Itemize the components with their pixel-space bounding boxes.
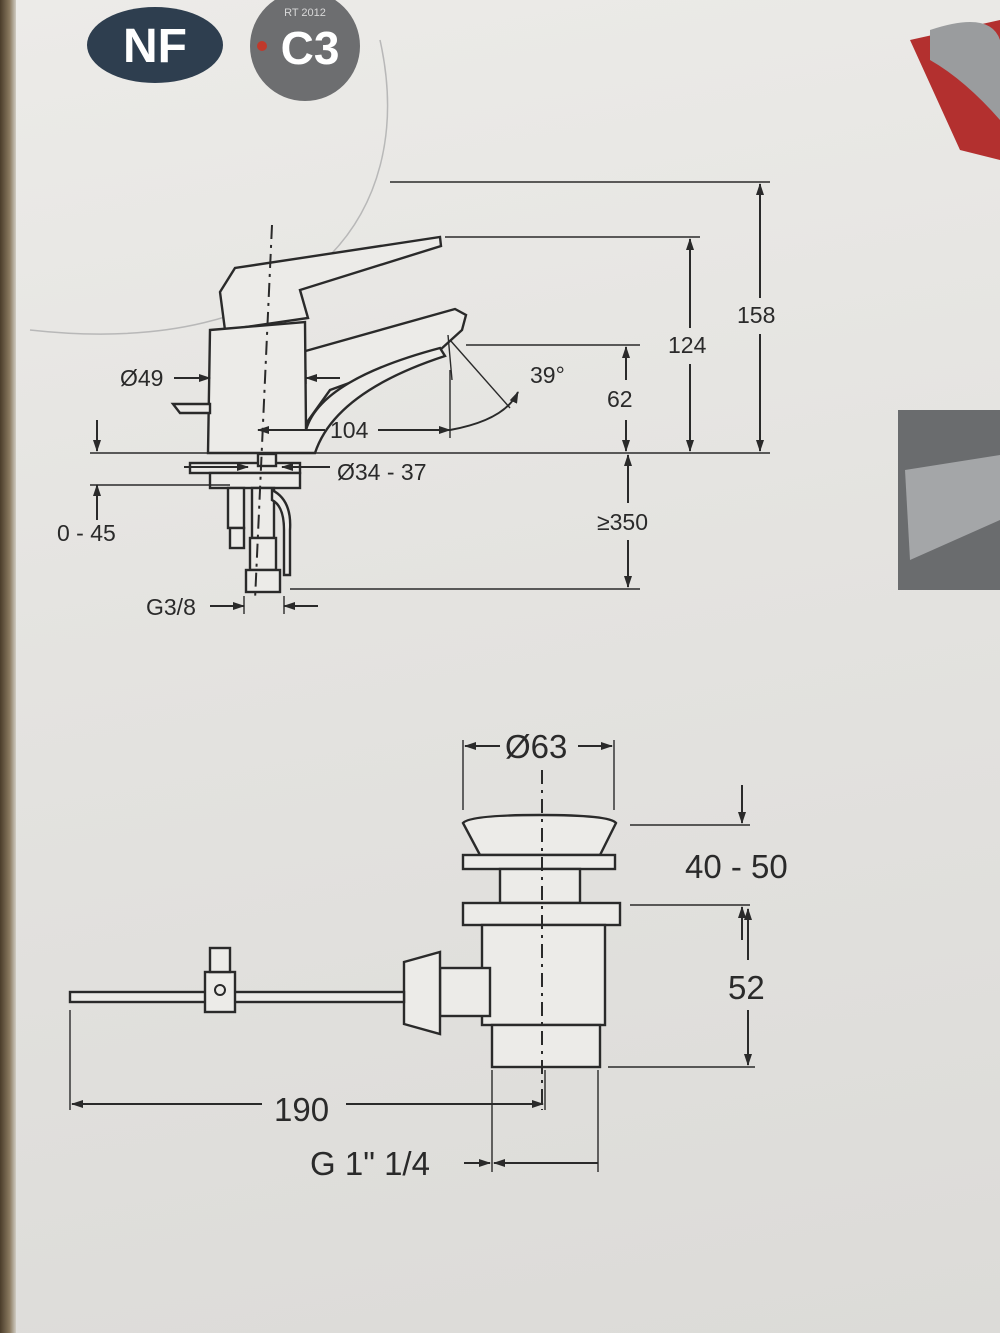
label-deck-thickness: 0 - 45 (57, 520, 116, 546)
nf-badge: NF (87, 7, 223, 83)
label-spout-height: 62 (607, 386, 633, 412)
drain-drawing (68, 770, 622, 1110)
c3-badge-text: C3 (281, 22, 340, 74)
drain-dimensions (69, 740, 755, 1172)
product-photo-side (898, 410, 1000, 590)
product-photo-top (910, 20, 1000, 160)
label-d-plug: Ø63 (505, 728, 567, 765)
label-lever-height: 124 (668, 332, 707, 358)
c3-dot (257, 41, 267, 51)
label-d-body: Ø49 (120, 365, 163, 391)
label-total-height: 158 (737, 302, 775, 328)
faucet-drawing (170, 224, 468, 601)
label-faucet-thread: G3/8 (146, 594, 196, 620)
label-rod-length: 190 (274, 1091, 329, 1128)
faucet-dimensions (90, 181, 770, 614)
label-hose-length: ≥350 (597, 509, 648, 535)
label-plug-stroke: 40 - 50 (685, 848, 788, 885)
drain-labels: Ø63 40 - 50 52 190 G 1" 1/4 (274, 728, 788, 1182)
c3-badge: RT 2012 C3 (250, 0, 360, 101)
faucet-labels: Ø49 104 Ø34 - 37 0 - 45 G3/8 39° 62 124 … (57, 302, 775, 620)
nf-badge-text: NF (123, 20, 187, 73)
label-body-height: 52 (728, 969, 765, 1006)
label-d-hole: Ø34 - 37 (337, 459, 427, 485)
label-drain-thread: G 1" 1/4 (310, 1145, 430, 1182)
box-edge (0, 0, 16, 1333)
rt2012-text: RT 2012 (284, 7, 326, 19)
label-angle: 39° (530, 362, 565, 388)
label-spout-reach: 104 (330, 417, 369, 443)
